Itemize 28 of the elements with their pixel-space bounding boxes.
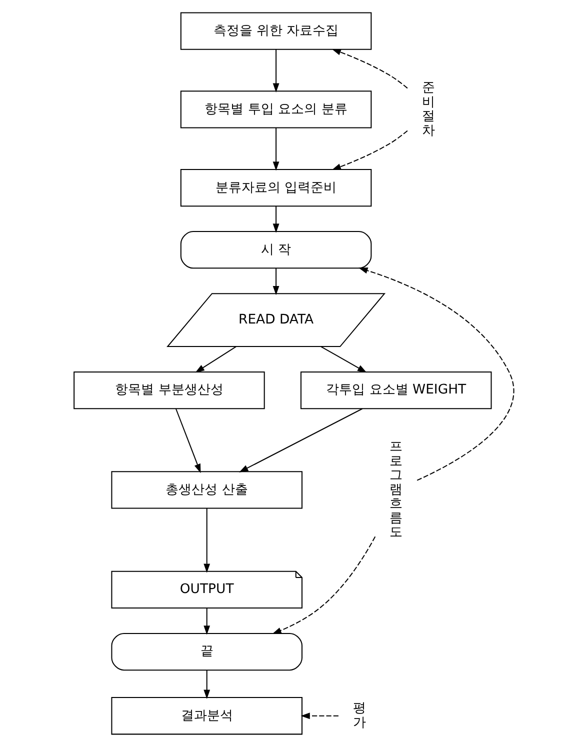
node-text: 평가 (352, 701, 366, 730)
arrow (358, 267, 514, 481)
node-box: 총생산성 산출 (110, 471, 302, 509)
node-box: 항목별 부분생산성 (73, 371, 264, 410)
arrow (272, 268, 279, 296)
node-box: 각투입 요소별 WEIGHT (300, 371, 492, 410)
arrow (272, 206, 279, 233)
arrow (320, 346, 366, 373)
node-text: 프로그램흐름도 (389, 440, 402, 540)
arrow (331, 130, 408, 170)
arrow (300, 712, 338, 720)
arrow (203, 508, 210, 573)
node-box: 분류자료의 입력준비 (180, 168, 372, 207)
arrow (272, 128, 279, 171)
arrow (272, 536, 376, 634)
arrow (203, 608, 210, 635)
arrow (203, 670, 210, 699)
arrow (331, 48, 408, 89)
arrow (174, 408, 200, 474)
node-box: 끝 (110, 632, 302, 671)
arrow (238, 408, 362, 472)
node-box: 항목별 투입 요소의 분류 (180, 90, 372, 128)
arrow (272, 49, 279, 92)
arrow (194, 346, 236, 373)
node-box: 결과분석 (110, 697, 302, 735)
node-box: 시 작 (180, 231, 372, 269)
node-text: 준비절차 (422, 80, 435, 138)
node-box: 측정을 위한 자료수집 (180, 12, 372, 50)
